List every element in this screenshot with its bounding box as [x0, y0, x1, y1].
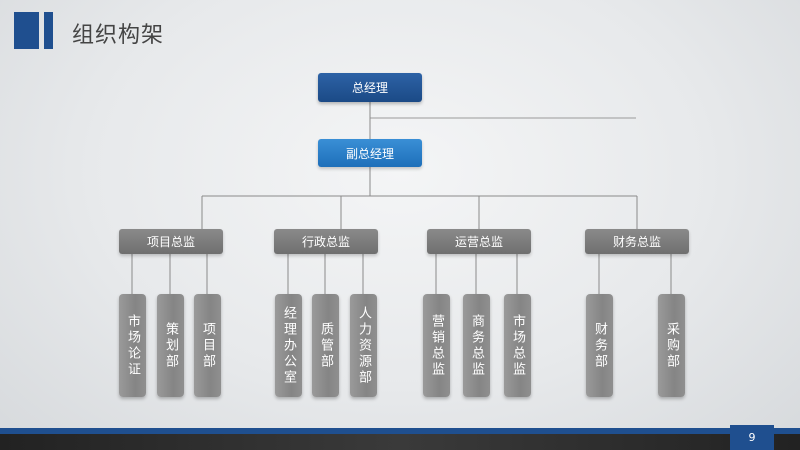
deputy-manager-label: 副总经理: [345, 146, 394, 161]
page-number-box: 9: [730, 425, 774, 450]
dept-label: 市场论证: [125, 313, 140, 378]
director-label: 项目总监: [146, 235, 195, 249]
general-manager-box: 总经理: [318, 73, 422, 102]
dept-box: 经理办公室: [275, 294, 302, 397]
director-label: 运营总监: [454, 235, 503, 249]
bottom-footer-bar: [0, 434, 800, 450]
director-label: 行政总监: [301, 235, 350, 249]
logo-block-icon: [44, 12, 53, 49]
deputy-manager-box: 副总经理: [318, 139, 422, 167]
dept-box: 项目部: [194, 294, 221, 397]
dept-box: 营销总监: [423, 294, 450, 397]
director-box-admin: 行政总监: [274, 229, 378, 254]
dept-label: 人力资源部: [356, 305, 371, 386]
director-label: 财务总监: [612, 235, 661, 249]
dept-label: 财务部: [592, 321, 607, 370]
dept-label: 策划部: [163, 321, 178, 370]
bottom-accent-bar: [0, 428, 800, 434]
director-box-operations: 运营总监: [427, 229, 531, 254]
dept-box: 商务总监: [463, 294, 490, 397]
dept-label: 采购部: [664, 321, 679, 370]
page-number: 9: [748, 431, 756, 444]
director-box-finance: 财务总监: [585, 229, 689, 254]
dept-label: 项目部: [200, 321, 215, 370]
dept-label: 经理办公室: [281, 305, 296, 386]
dept-box: 策划部: [157, 294, 184, 397]
dept-box: 采购部: [658, 294, 685, 397]
director-box-project: 项目总监: [119, 229, 223, 254]
slide-title: 组织构架: [72, 23, 165, 48]
dept-label: 商务总监: [469, 313, 484, 378]
dept-box: 市场总监: [504, 294, 531, 397]
dept-label: 营销总监: [429, 313, 444, 378]
dept-label: 质管部: [318, 321, 333, 370]
logo-block-icon: [14, 12, 39, 49]
dept-label: 市场总监: [510, 313, 525, 378]
general-manager-label: 总经理: [351, 81, 388, 95]
dept-box: 质管部: [312, 294, 339, 397]
dept-box: 人力资源部: [350, 294, 377, 397]
dept-box: 财务部: [586, 294, 613, 397]
dept-box: 市场论证: [119, 294, 146, 397]
